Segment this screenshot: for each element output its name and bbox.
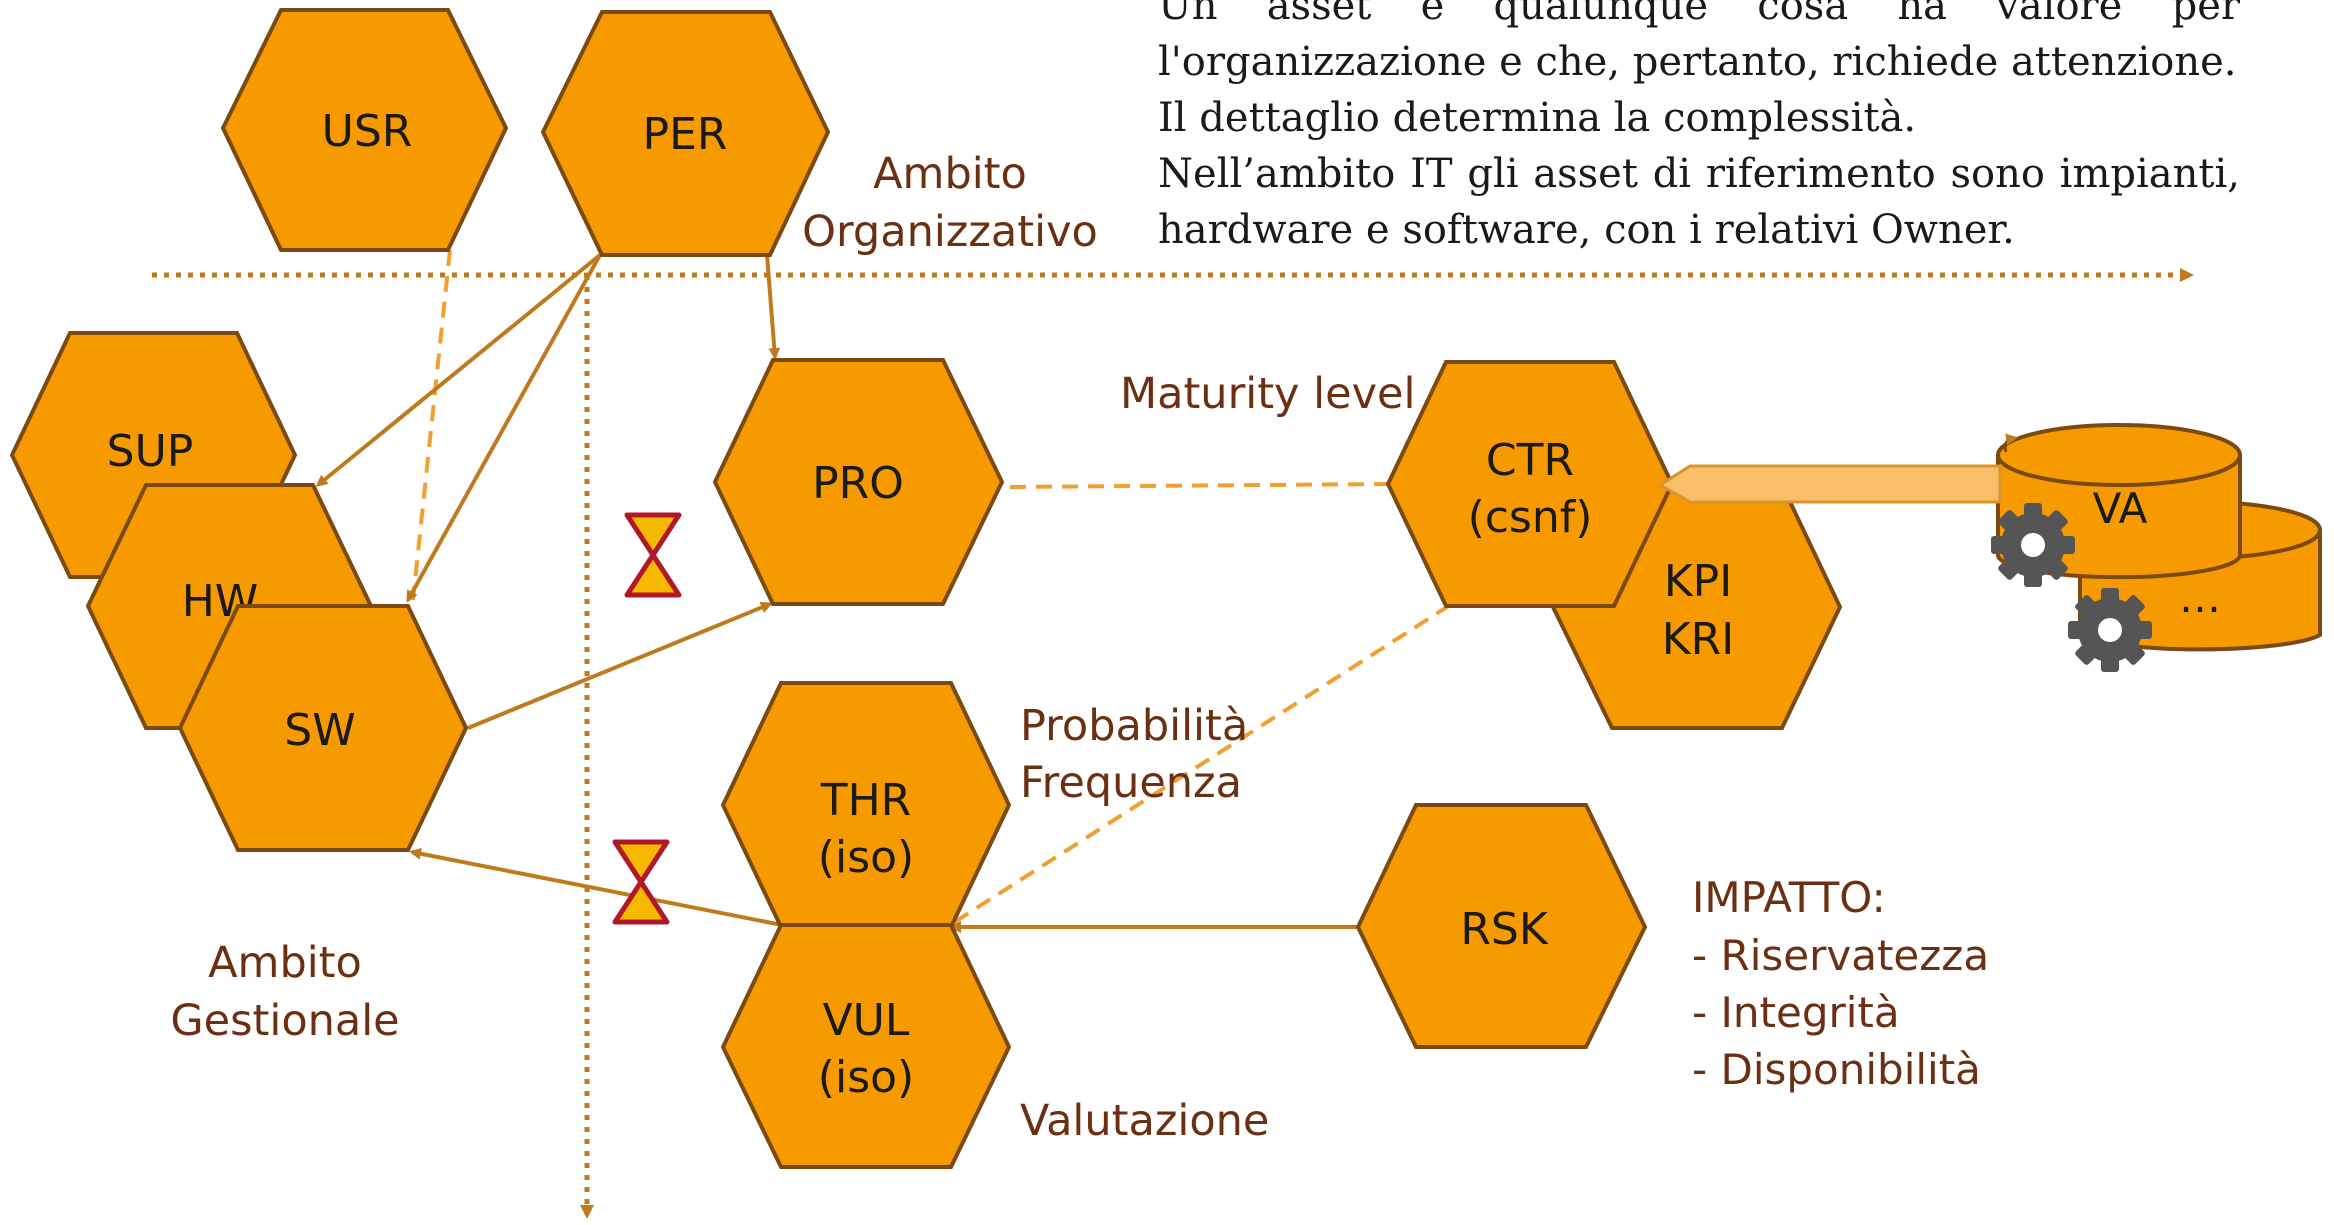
hex-thr-line-1: (iso) [818,832,914,883]
label-ambito-org-line-1: Organizzativo [802,207,1098,257]
label-impatto-line-3: - Disponibilità [1692,1045,1981,1094]
note-line-4: Nell’ambito IT gli asset di riferimento … [1158,151,2240,197]
gear-icon [1991,503,2075,587]
label-valutazione: Valutazione [1020,1096,1269,1146]
hourglass-icon [612,839,670,925]
hex-rsk-line-0: RSK [1460,904,1549,955]
arrow-thr-sw [409,847,783,927]
hex-pro[interactable]: PRO [712,358,1005,606]
label-impatto-line-1: - Riservatezza [1692,931,1989,980]
hex-sw[interactable]: SW [177,604,469,852]
hourglass-icon [624,512,682,598]
hex-vul[interactable]: VUL (iso) [720,923,1012,1169]
arrow-va-ctr [1657,464,2002,504]
database-va[interactable]: VA [1996,423,2242,580]
dashed-pro-ctr [1009,482,1391,489]
gear-icon [2068,588,2152,672]
hex-ctr[interactable]: CTR (csnf) [1385,360,1675,608]
database-va-label: VA [2093,484,2148,533]
arrow-per-sw [406,254,602,603]
label-probabilita-line-0: Probabilità [1020,701,1248,751]
label-probabilita-line-1: Frequenza [1020,758,1242,808]
note-line-1: Un asset è qualunque cosa ha valore per [1158,0,2240,29]
hex-pro-line-0: PRO [812,458,904,509]
label-maturity: Maturity level [1120,369,1415,419]
hex-ctr-line-1: (csnf) [1468,492,1593,543]
asset-definition-note: Un asset è qualunque cosa ha valore per … [1158,0,2240,258]
note-line-2: l'organizzazione e che, pertanto, richie… [1158,39,2237,85]
label-impatto-line-0: IMPATTO: [1692,873,1886,922]
arrow-sw-pro [467,601,773,730]
note-line-5: hardware e software, con i relativi Owne… [1158,207,2015,253]
hex-kpi-line-1: KRI [1662,614,1734,665]
hex-ctr-line-0: CTR [1486,435,1574,486]
hex-usr-line-0: USR [322,106,413,157]
note-line-3: Il dettaglio determina la complessità. [1158,95,1917,141]
dashed-ctr-thr [948,603,1452,927]
hex-vul-line-0: VUL [823,995,910,1046]
label-impatto-line-2: - Integrità [1692,988,1900,1037]
hex-per-line-0: PER [643,109,728,160]
hex-usr[interactable]: USR [220,8,509,252]
hex-thr-line-0: THR [820,775,912,826]
dashed-usr-sw [411,249,452,601]
arrow-db-loop [2003,433,2018,453]
hex-sw-line-0: SW [284,705,355,756]
arrow-per-pro [765,254,781,360]
hex-sup-line-0: SUP [107,426,194,477]
label-ambito-org-line-0: Ambito [873,149,1027,199]
hex-per[interactable]: PER [540,10,831,257]
hex-vul-line-1: (iso) [818,1052,914,1103]
hex-thr[interactable]: THR (iso) [720,681,1012,929]
arrow-per-sup [315,253,602,487]
database-more-label: … [2179,573,2221,622]
hex-kpi-line-0: KPI [1664,556,1732,607]
hex-rsk[interactable]: RSK [1355,803,1648,1049]
label-ambito-gest-line-1: Gestionale [170,996,399,1046]
label-ambito-gest-line-0: Ambito [208,938,362,988]
